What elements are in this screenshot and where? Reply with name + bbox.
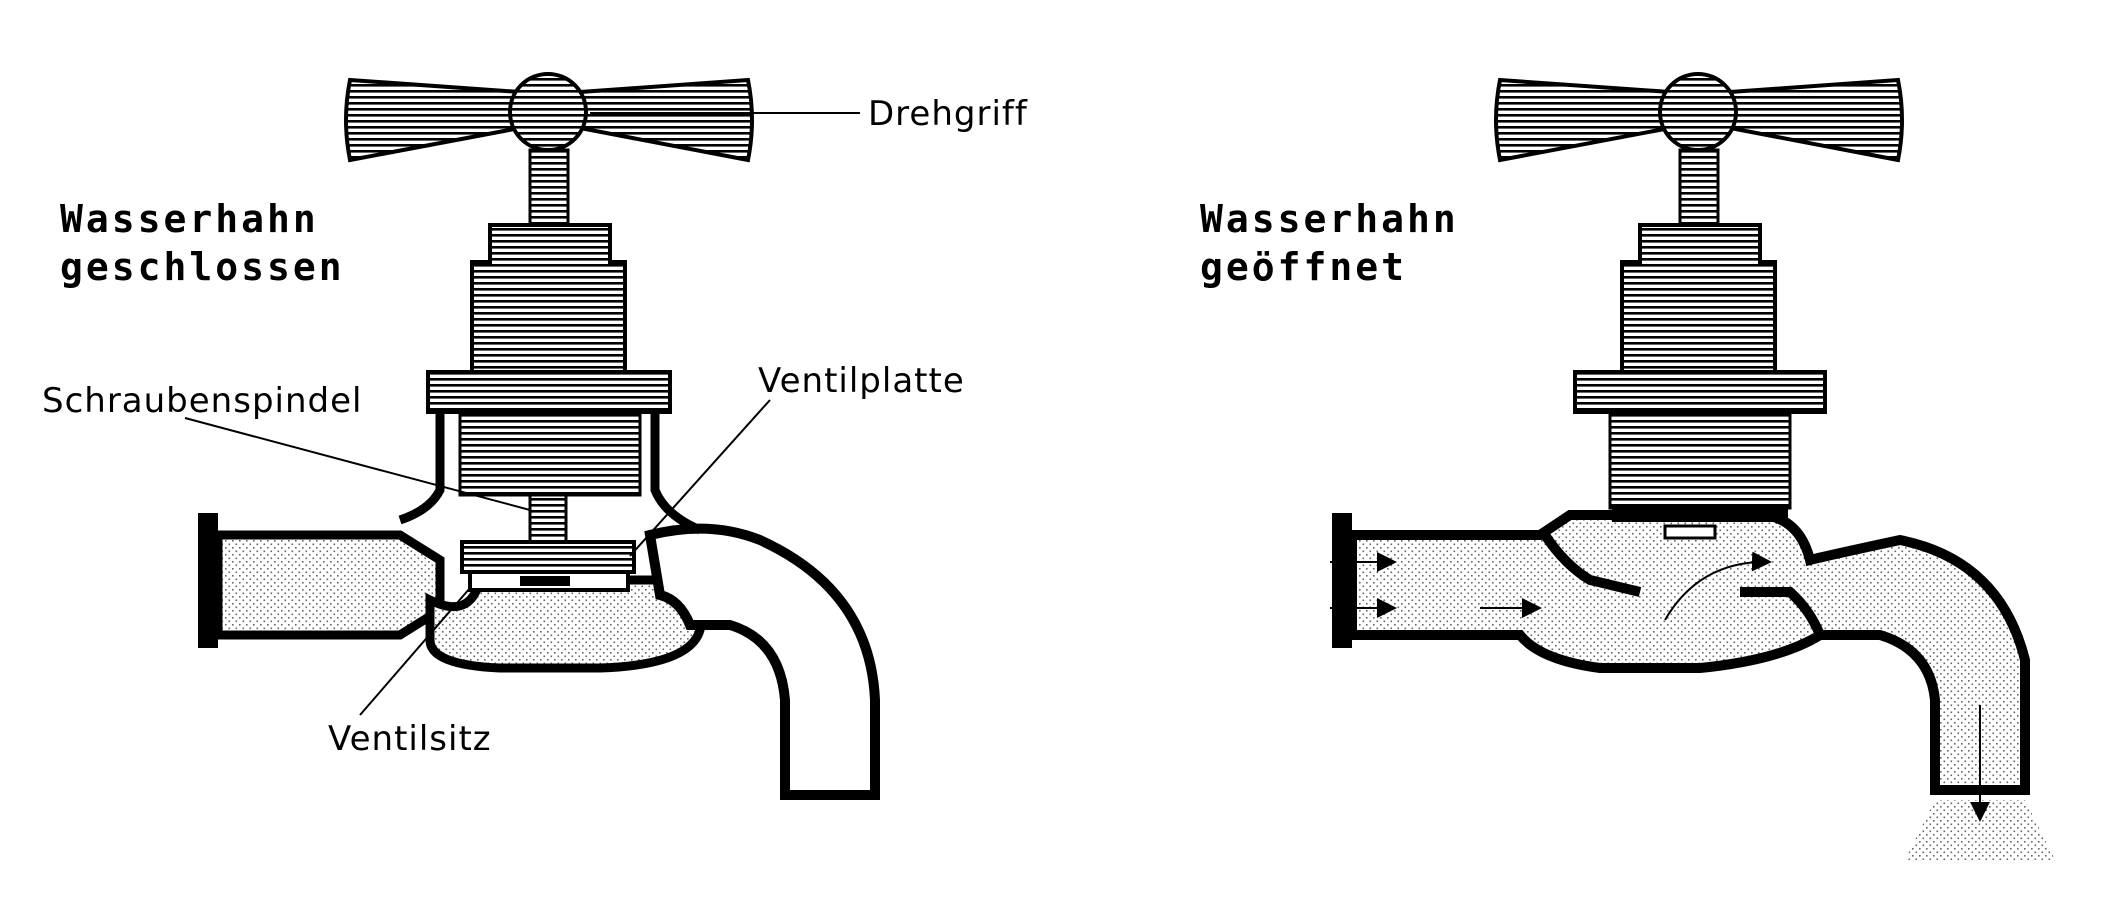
- closed-tap-drawing: [198, 72, 880, 800]
- inlet-flange: [198, 513, 218, 648]
- open-inner-wall-left: [1540, 532, 1642, 597]
- handle-stem: [528, 148, 570, 227]
- flow-arrow-4: [1664, 551, 1772, 621]
- label-valve-seat: Ventilsitz: [328, 719, 492, 759]
- valve-chamber: [425, 575, 705, 673]
- closed-title-line2: geschlossen: [60, 245, 345, 289]
- open-valve-plate: [1612, 508, 1788, 522]
- inlet-pipe: [213, 530, 445, 640]
- spindle-leader: [184, 417, 531, 511]
- handle-bar-right: [578, 77, 754, 163]
- open-bonnet-flange: [1573, 370, 1827, 414]
- bonnet-walls: [398, 410, 702, 535]
- closed-title-line1: Wasserhahn: [60, 197, 319, 241]
- spindle-rod: [528, 493, 568, 545]
- open-inner-wall-right: [1740, 587, 1825, 637]
- bonnet-lower: [458, 408, 642, 497]
- closed-tap-leaders: [184, 112, 860, 716]
- open-bonnet-body: [1620, 223, 1777, 374]
- bonnet-body: [470, 223, 627, 374]
- flow-arrows: [1330, 551, 1990, 822]
- open-valve-slot: [1663, 524, 1717, 540]
- handle-hub: [508, 72, 588, 152]
- open-handle-hub: [1658, 72, 1738, 152]
- label-handle: Drehgriff: [868, 94, 1028, 134]
- valve-plate: [460, 540, 636, 574]
- bonnet-flange: [426, 370, 672, 414]
- open-handle-stem: [1678, 148, 1720, 227]
- handle-bar: [344, 77, 522, 163]
- open-title-line1: Wasserhahn: [1200, 197, 1459, 241]
- valve-seat-slot: [520, 576, 570, 586]
- open-handle-bar-right: [1728, 77, 1904, 163]
- open-handle-bar: [1494, 77, 1672, 163]
- label-valve-plate: Ventilplatte: [758, 361, 965, 401]
- open-water-body: [1347, 510, 2030, 795]
- valve-seat-leader: [359, 587, 471, 716]
- outflow-spray: [1905, 800, 2055, 860]
- open-title-line2: geöffnet: [1200, 245, 1407, 289]
- label-spindle: Schraubenspindel: [42, 381, 362, 421]
- outlet-spout: [644, 523, 880, 800]
- open-tap-drawing: [1332, 72, 2055, 860]
- open-bonnet-lower: [1608, 408, 1792, 510]
- valve-plate-leader: [629, 399, 771, 557]
